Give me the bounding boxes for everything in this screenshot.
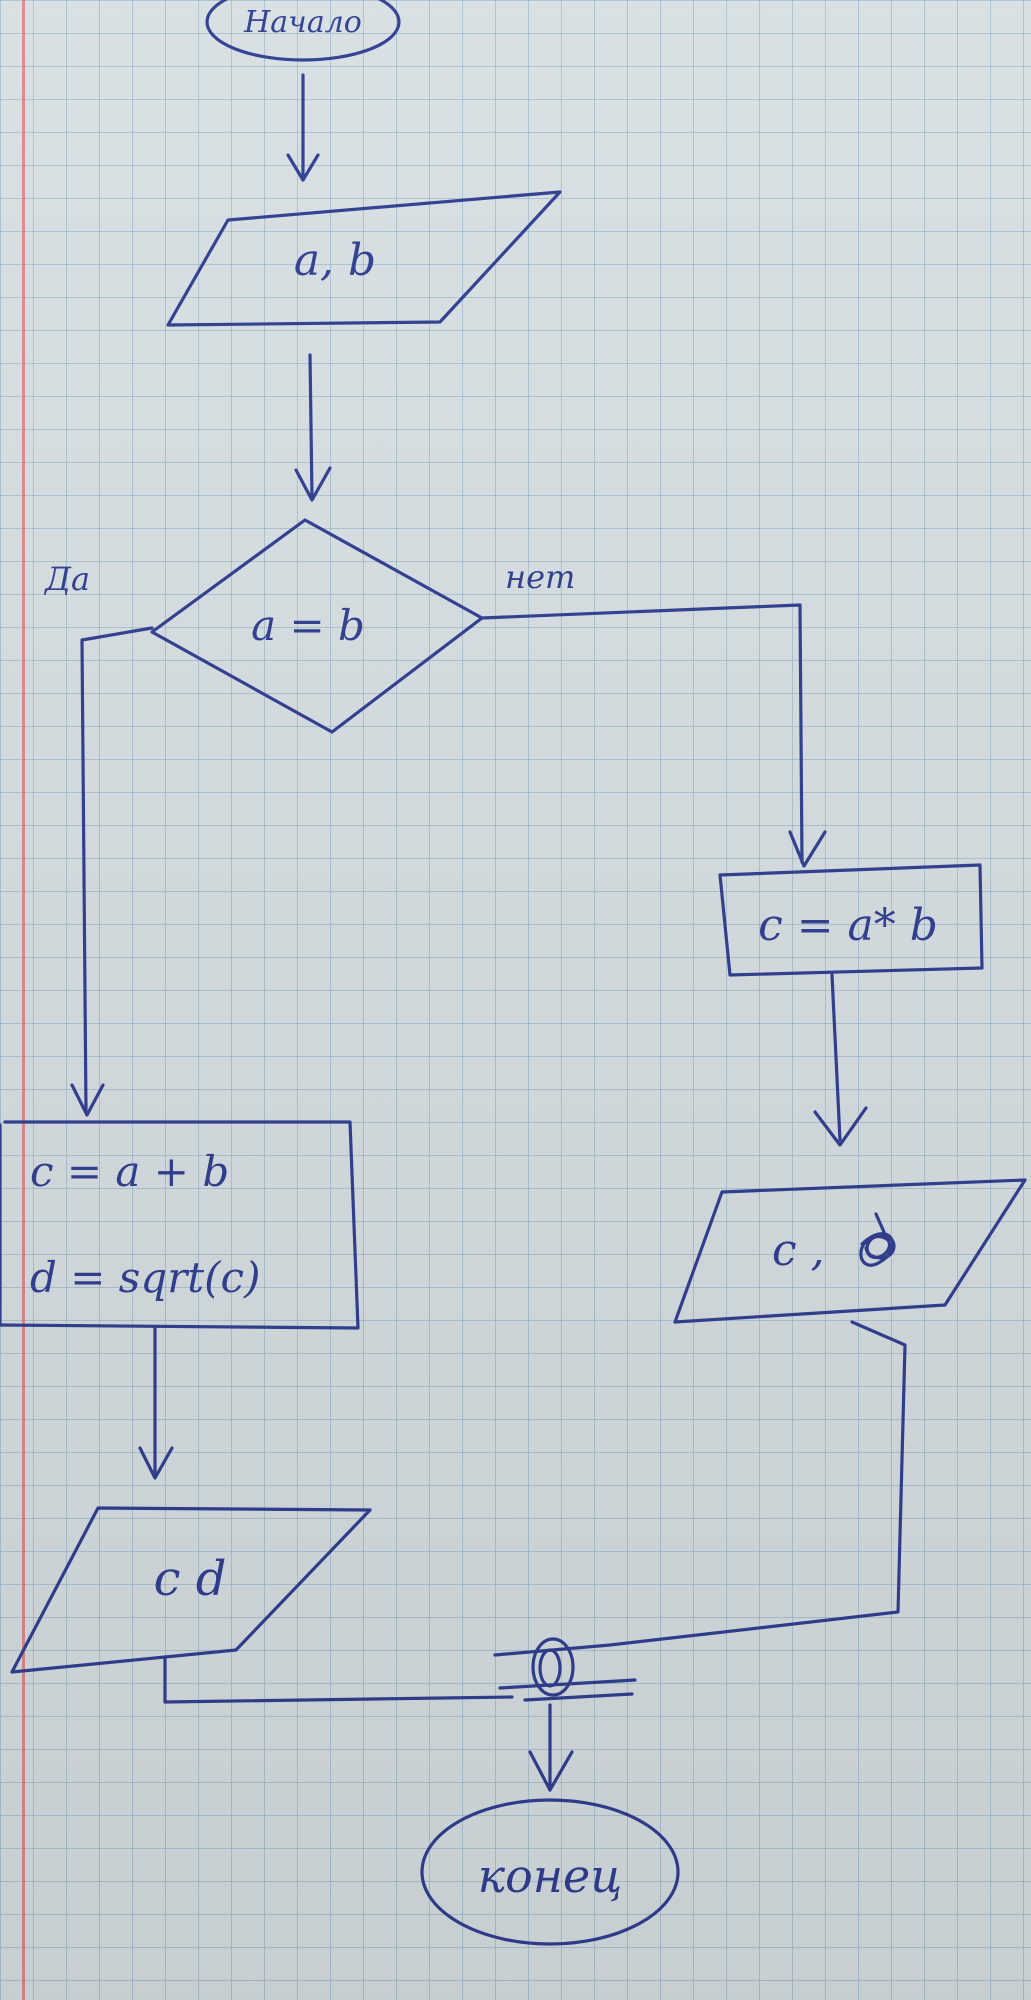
scribble-mark	[859, 1212, 896, 1267]
input-parallelogram: a, b	[166, 190, 562, 327]
process-yes-line2: d = sqrt(c)	[30, 1253, 260, 1302]
process-box-no: c = a* b	[718, 863, 984, 977]
connector-process-output-no	[813, 973, 868, 1147]
decision-diamond: a = b	[150, 518, 484, 734]
connector-input-decision	[294, 353, 332, 502]
process-yes-line1: c = a + b	[30, 1147, 229, 1196]
connector-start-input	[286, 73, 320, 182]
yes-branch-label: Да	[43, 560, 90, 598]
process-no-label: c = a* b	[758, 900, 938, 951]
start-label: Начало	[243, 5, 362, 40]
decision-label: a = b	[251, 601, 365, 650]
output-yes-label: c d	[154, 1551, 227, 1607]
end-terminator: конец	[420, 1798, 680, 1946]
output-parallelogram-yes: c d	[10, 1506, 372, 1674]
connector-no-branch	[480, 603, 827, 868]
input-label: a, b	[294, 235, 376, 286]
no-branch-label: нет	[505, 558, 575, 596]
connector-yes-branch	[70, 626, 154, 1117]
connector-merge	[163, 1320, 907, 1704]
start-terminator: Начало	[205, 0, 401, 62]
output-no-label: c ,	[772, 1225, 825, 1276]
connector-merge-end	[528, 1703, 574, 1792]
end-label: конец	[478, 1849, 623, 1903]
process-box-yes: c = a + b d = sqrt(c)	[0, 1120, 360, 1330]
output-parallelogram-no: c ,	[673, 1178, 1027, 1324]
notebook-margin-line	[22, 0, 25, 2000]
connector-process-output-yes	[138, 1326, 174, 1480]
